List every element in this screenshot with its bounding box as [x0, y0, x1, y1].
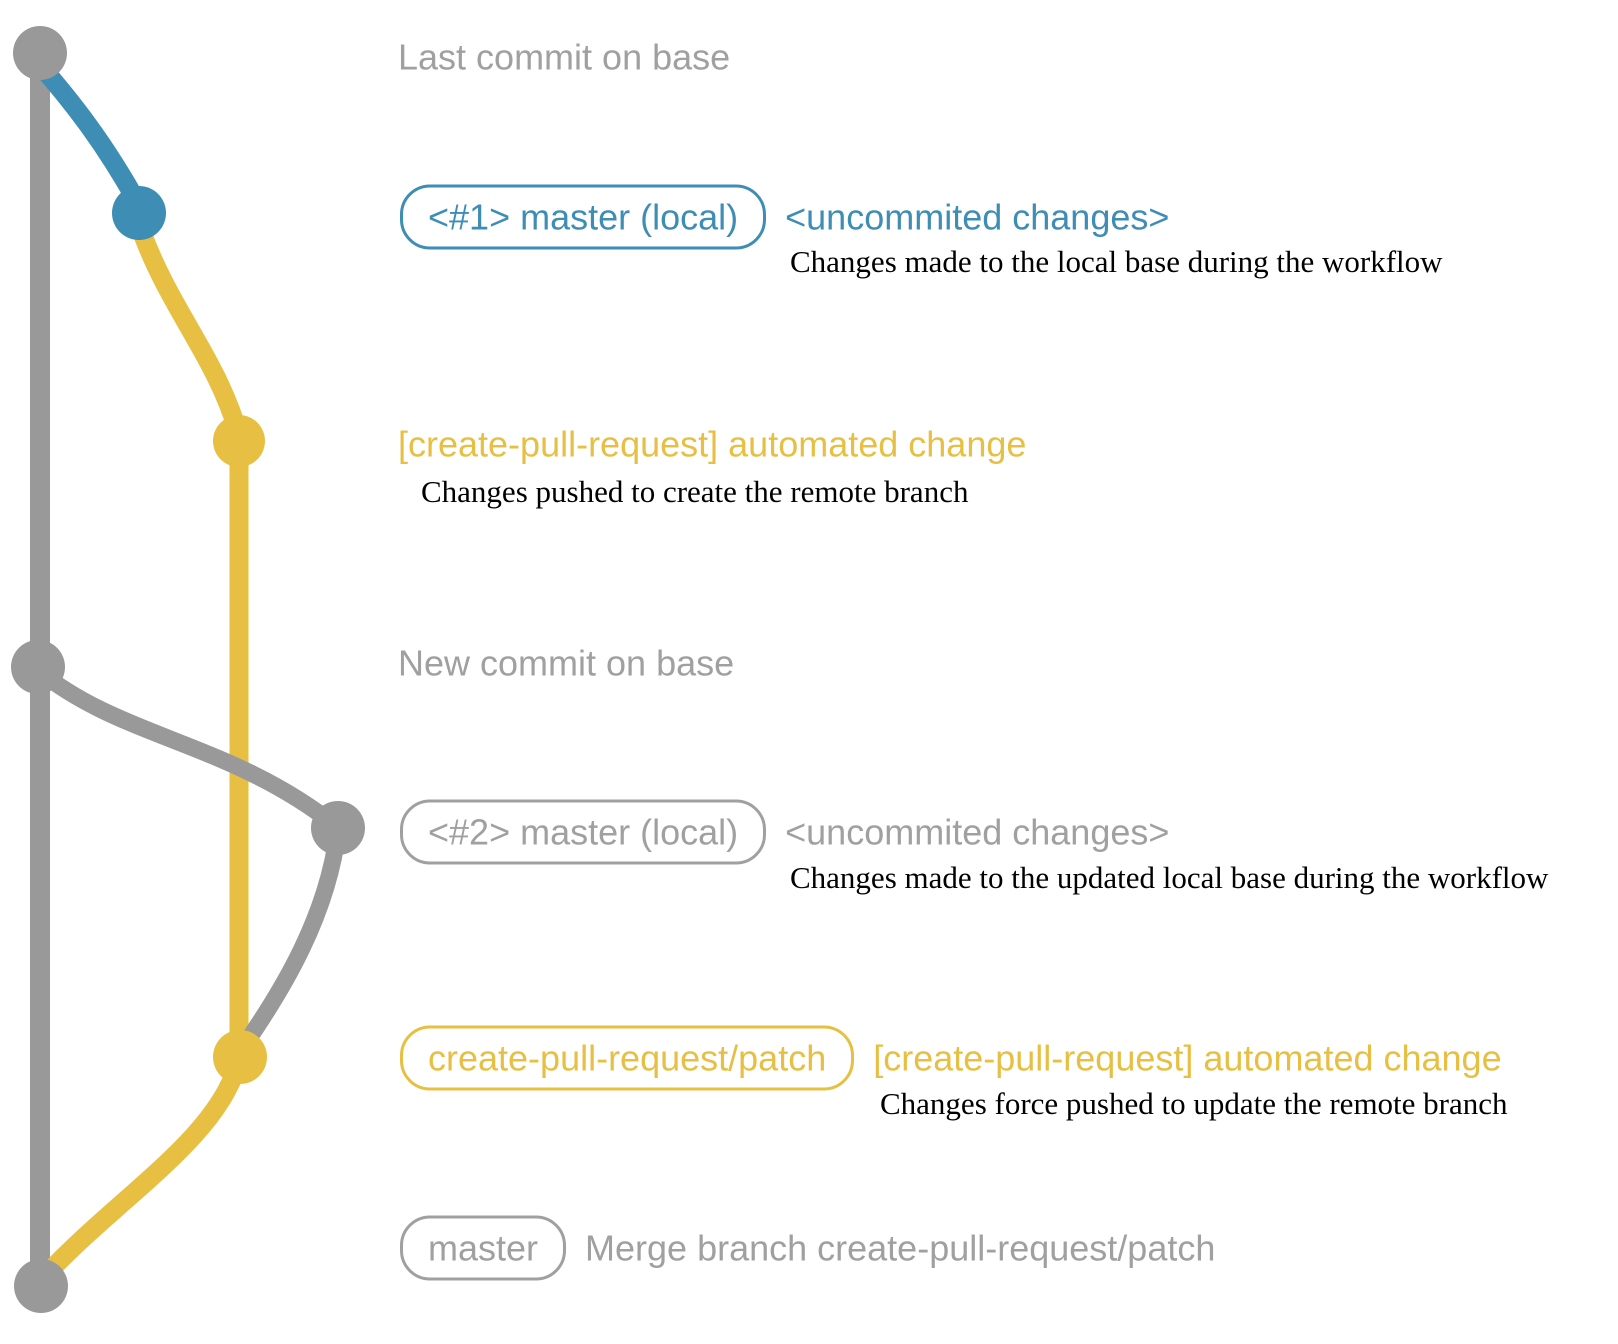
master-branch-pill: master — [400, 1215, 567, 1281]
commit-node-local-2 — [311, 801, 365, 855]
local-2-branch-pill: <#2> master (local) — [400, 799, 767, 865]
patch-merge-edge — [35, 1056, 247, 1286]
merge-note: Merge branch create-pull-request/patch — [585, 1227, 1216, 1269]
commit-node-merge — [14, 1259, 68, 1313]
local-1-row: <#1> master (local) <uncommited changes> — [400, 184, 1170, 250]
patch-branch-edge-1 — [131, 220, 248, 442]
local-1-description: Changes made to the local base during th… — [790, 244, 1443, 279]
push-1-description: Changes pushed to create the remote bran… — [421, 474, 969, 509]
commit-node-last-base — [13, 26, 67, 80]
commit-node-patch-2 — [213, 1030, 267, 1084]
local-branch-edge-1 — [29, 54, 146, 210]
push-2-description: Changes force pushed to update the remot… — [880, 1086, 1508, 1121]
new-commit-label: New commit on base — [398, 642, 735, 684]
patch-branch-edge-2 — [232, 821, 347, 1059]
merge-row: master Merge branch create-pull-request/… — [400, 1215, 1216, 1281]
push-1-label: [create-pull-request] automated change — [398, 423, 1027, 465]
push-2-label: [create-pull-request] automated change — [873, 1037, 1502, 1079]
patch-row: create-pull-request/patch [create-pull-r… — [400, 1025, 1502, 1091]
local-2-description: Changes made to the updated local base d… — [790, 860, 1549, 895]
commit-graph — [11, 26, 365, 1313]
commit-node-new-base — [11, 640, 65, 694]
local-branch-edge-2 — [29, 661, 345, 835]
commit-node-patch-1 — [213, 415, 265, 467]
commit-node-local-1 — [112, 186, 166, 240]
local-2-row: <#2> master (local) <uncommited changes> — [400, 799, 1170, 865]
local-1-note: <uncommited changes> — [785, 196, 1170, 238]
last-commit-label: Last commit on base — [398, 36, 731, 78]
local-2-note: <uncommited changes> — [785, 811, 1170, 853]
local-1-branch-pill: <#1> master (local) — [400, 184, 767, 250]
patch-branch-pill: create-pull-request/patch — [400, 1025, 855, 1091]
